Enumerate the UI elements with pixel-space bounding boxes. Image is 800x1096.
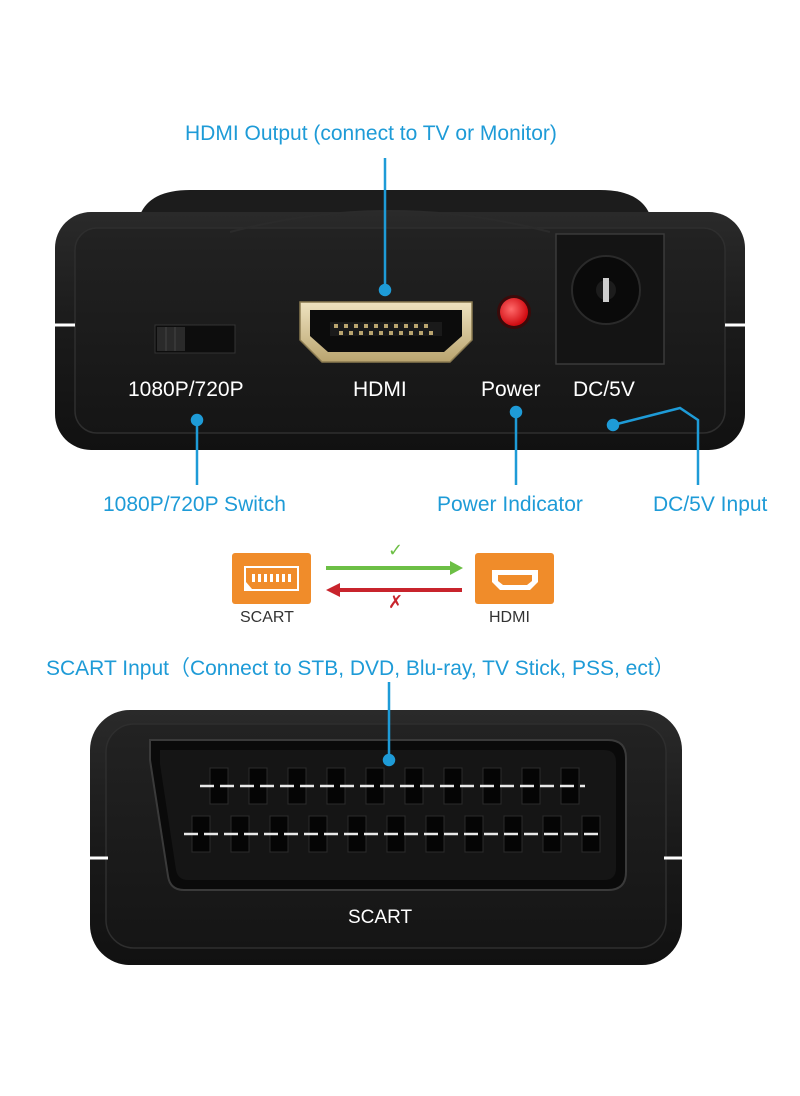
power-label: Power — [481, 378, 541, 401]
hdmi-output-callout: HDMI Output (connect to TV or Monitor) — [185, 122, 557, 145]
convert-arrow-reverse — [326, 583, 462, 597]
convert-arrow-forward — [326, 561, 463, 575]
hdmi-badge — [475, 553, 554, 604]
scart-port-label: SCART — [348, 907, 413, 928]
switch-callout: 1080P/720P Switch — [103, 493, 286, 516]
top-callout-lines — [190, 158, 700, 485]
dc-input-callout: DC/5V Input — [653, 493, 768, 516]
hdmi-output-port — [299, 301, 473, 363]
flow-source-label: SCART — [240, 609, 294, 626]
flow-target-label: HDMI — [489, 609, 530, 626]
scart-input-port — [149, 739, 627, 891]
scart-input-callout: SCART Input（Connect to STB, DVD, Blu-ray… — [46, 657, 675, 680]
dc-power-jack — [555, 233, 665, 365]
hdmi-port-label: HDMI — [353, 378, 407, 401]
check-mark-icon: ✓ — [388, 540, 404, 561]
resolution-switch[interactable] — [154, 324, 236, 354]
power-indicator-callout: Power Indicator — [437, 493, 583, 516]
scart-badge — [232, 553, 311, 604]
power-led — [497, 295, 531, 329]
scart-callout-line — [382, 682, 396, 767]
dc-label: DC/5V — [573, 378, 635, 401]
cross-mark-icon: ✗ — [388, 592, 404, 613]
switch-label: 1080P/720P — [128, 378, 244, 401]
